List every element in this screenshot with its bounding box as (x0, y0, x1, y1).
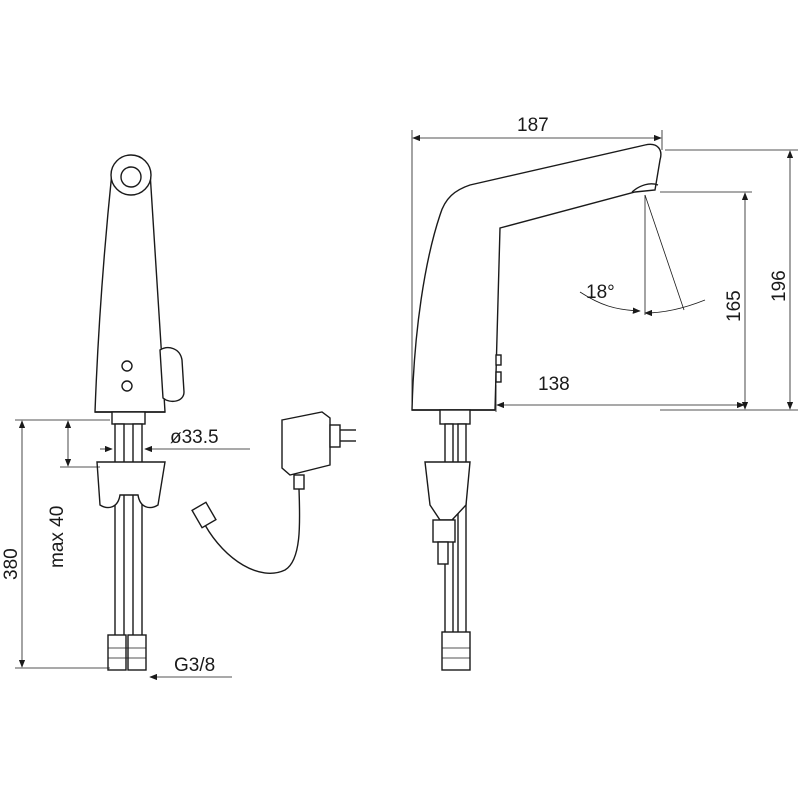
front-view-faucet (94, 154, 185, 671)
dimension-165: 165 (660, 191, 752, 410)
power-adapter (191, 411, 356, 574)
dimension-diameter: ø33.5 (100, 427, 250, 453)
dimension-187: 187 (411, 115, 663, 405)
dim-196-label: 196 (769, 270, 790, 302)
dim-138-label: 138 (538, 374, 570, 395)
dimension-max-40: max 40 (47, 420, 100, 568)
dimension-angle: 18° (579, 194, 706, 317)
side-view-faucet (411, 143, 662, 671)
dim-187-label: 187 (517, 115, 549, 136)
dimension-138: 138 (495, 374, 745, 412)
dim-diameter-label: ø33.5 (170, 427, 219, 448)
dim-angle-label: 18° (586, 282, 615, 303)
dim-thread-label: G3/8 (174, 655, 215, 676)
dim-165-label: 165 (724, 290, 745, 322)
dimension-thread: G3/8 (149, 655, 232, 681)
dimension-196: 196 (660, 149, 798, 411)
dim-380-label: 380 (1, 548, 22, 580)
dim-max-40-label: max 40 (47, 506, 68, 568)
dimension-380: 380 (1, 419, 110, 669)
